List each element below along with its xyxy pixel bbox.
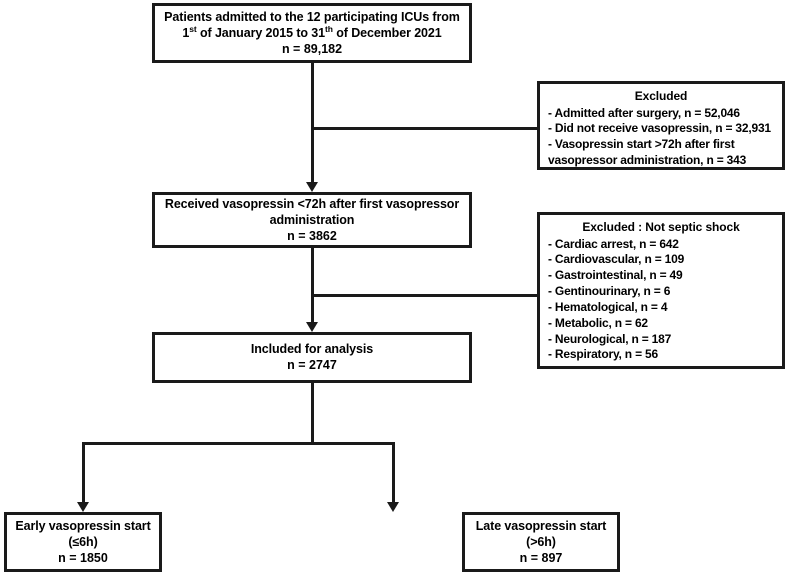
node-late-count: n = 897: [519, 550, 563, 565]
node-excluded-first-item-1: - Did not receive vasopressin, n = 32,93…: [548, 121, 771, 136]
node-excluded-second-item-0: - Cardiac arrest, n = 642: [548, 236, 679, 251]
node-early-vasopressin-start[interactable]: Early vasopressin start (≤6h) n = 1850: [4, 512, 162, 572]
connector-enrolled-to-received: [311, 62, 314, 184]
node-received-vasopressin[interactable]: Received vasopressin <72h after first va…: [152, 192, 472, 248]
node-excluded-second-item-3: - Gentinourinary, n = 6: [548, 284, 671, 299]
node-included-line1: Included for analysis: [250, 342, 374, 357]
node-early-line2: (≤6h): [68, 534, 98, 549]
node-early-count: n = 1850: [58, 550, 108, 565]
arrowhead-to-early: [77, 502, 89, 512]
node-excluded-second-item-2: - Gastrointestinal, n = 49: [548, 268, 683, 283]
node-enrolled-line2-pre: 1: [182, 25, 190, 40]
node-enrolled-line1: Patients admitted to the 12 participatin…: [164, 9, 460, 24]
node-excluded-second-item-5: - Metabolic, n = 62: [548, 315, 648, 330]
arrowhead-to-received: [306, 182, 318, 192]
node-excluded-first-item-3: vasopressor administration, n = 343: [548, 153, 747, 168]
node-enrolled-line2-mid: of January 2015 to 31: [196, 25, 326, 40]
node-late-line1: Late vasopressin start: [475, 518, 607, 533]
node-enrolled-line2-post: of December 2021: [332, 25, 442, 40]
node-excluded-second-item-4: - Hematological, n = 4: [548, 299, 668, 314]
node-excluded-second-item-7: - Respiratory, n = 56: [548, 347, 658, 362]
connector-to-excluded-first: [311, 127, 540, 130]
node-excluded-second-item-1: - Cardiovascular, n = 109: [548, 252, 685, 267]
node-included-for-analysis[interactable]: Included for analysis n = 2747: [152, 332, 472, 383]
connector-received-to-included: [311, 247, 314, 324]
node-received-line1: Received vasopressin <72h after first va…: [164, 196, 460, 211]
node-late-vasopressin-start[interactable]: Late vasopressin start (>6h) n = 897: [462, 512, 620, 572]
connector-split-to-late: [392, 442, 395, 504]
connector-included-to-split: [311, 383, 314, 445]
node-included-count: n = 2747: [287, 358, 337, 373]
node-enrolled-sup-st: st: [189, 23, 197, 34]
arrowhead-to-included: [306, 322, 318, 332]
node-excluded-first-item-2: - Vasopressin start >72h after first: [548, 137, 735, 152]
node-excluded-first[interactable]: Excluded - Admitted after surgery, n = 5…: [537, 81, 785, 170]
node-excluded-first-item-0: - Admitted after surgery, n = 52,046: [548, 105, 740, 120]
node-enrolled-sup-th: th: [325, 23, 333, 34]
node-received-count: n = 3862: [287, 228, 337, 243]
node-late-line2: (>6h): [526, 534, 556, 549]
connector-split-to-early: [82, 442, 85, 504]
node-enrolled-line2: 1st of January 2015 to 31th of December …: [182, 23, 442, 41]
node-excluded-second-item-6: - Neurological, n = 187: [548, 331, 672, 346]
node-early-line1: Early vasopressin start: [15, 518, 151, 533]
node-excluded-second[interactable]: Excluded : Not septic shock - Cardiac ar…: [537, 212, 785, 369]
node-enrolled[interactable]: Patients admitted to the 12 participatin…: [152, 3, 472, 63]
arrowhead-to-late: [387, 502, 399, 512]
split-bar: [82, 442, 395, 445]
node-enrolled-count: n = 89,182: [281, 41, 343, 56]
node-received-line2: administration: [269, 212, 355, 227]
node-excluded-first-title: Excluded: [634, 89, 688, 103]
connector-to-excluded-second: [311, 294, 540, 297]
node-excluded-second-title: Excluded : Not septic shock: [582, 220, 740, 234]
